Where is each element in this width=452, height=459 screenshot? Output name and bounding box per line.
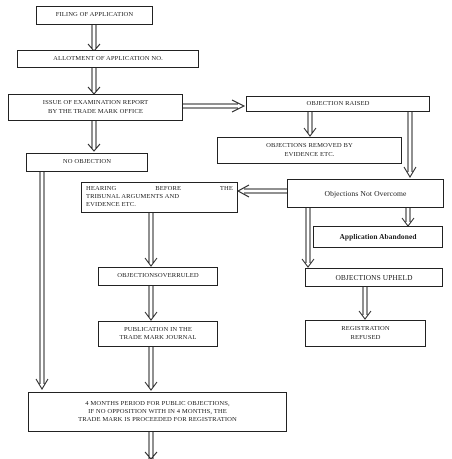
node-refused-line-1: REGISTRATION <box>341 325 390 333</box>
node-objections-upheld: OBJECTIONS UPHELD <box>305 268 443 287</box>
node-public-objection-period: 4 MONTHS PERIOD FOR PUBLIC OBJECTIONS, I… <box>28 392 287 432</box>
node-publication-line-1: PUBLICATION IN THE <box>124 325 192 333</box>
node-period-line-2: IF NO OPPOSITION WITH IN 4 MONTHS, THE <box>88 407 227 415</box>
node-hearing-line-3: EVIDENCE ETC. <box>86 201 137 209</box>
node-allotment: ALLOTMENT OF APPLICATION NO. <box>17 50 199 68</box>
node-filing-of-application: FILING OF APPLICATION <box>36 6 153 25</box>
node-refused-line-2: REFUSED <box>350 333 381 341</box>
node-objection-raised-label: OBJECTION RAISED <box>306 99 370 107</box>
node-upheld-label: OBJECTIONS UPHELD <box>335 272 413 282</box>
node-not-overcome-label: Objections Not Overcome <box>324 188 407 198</box>
node-period-line-3: TRADE MARK IS PROCEEDED FOR REGISTRATION <box>78 416 237 424</box>
node-objections-overruled: OBJECTIONSOVERRULED <box>98 267 218 286</box>
node-issue-line-2: BY THE TRADE MARK OFFICE <box>48 107 143 115</box>
node-issue-line-1: ISSUE OF EXAMINATION REPORT <box>42 99 149 107</box>
node-registration-refused: REGISTRATION REFUSED <box>305 320 426 347</box>
arrow-upheld-to-refused <box>358 287 372 320</box>
arrow-allotment-to-issue <box>87 68 101 95</box>
arrow-filing-to-allotment <box>87 25 101 52</box>
arrow-objection-raised-to-removed <box>303 112 317 137</box>
arrow-publication-to-period <box>144 347 158 391</box>
node-period-line-1: 4 MONTHS PERIOD FOR PUBLIC OBJECTIONS, <box>85 399 230 407</box>
node-removed-line-1: OBJECTIONS REMOVED BY <box>266 142 353 150</box>
node-filing-label: FILING OF APPLICATION <box>55 11 134 19</box>
node-hearing-line-2: TRIBUNAL ARGUMENTS AND <box>86 193 180 201</box>
arrow-issue-to-no-objection <box>87 121 101 152</box>
node-objections-not-overcome: Objections Not Overcome <box>287 179 444 208</box>
node-publication-journal: PUBLICATION IN THE TRADE MARK JOURNAL <box>98 321 218 347</box>
arrow-no-objection-to-period <box>35 172 49 390</box>
arrow-issue-to-objection-raised <box>183 99 246 113</box>
node-overruled-label: OBJECTIONSOVERRULED <box>117 272 199 280</box>
node-allotment-label: ALLOTMENT OF APPLICATION NO. <box>53 54 163 62</box>
arrow-not-overcome-to-abandoned <box>401 208 415 227</box>
node-objections-removed: OBJECTIONS REMOVED BY EVIDENCE ETC. <box>217 137 402 164</box>
node-hearing-line-1: HEARING BEFORE THE <box>86 185 233 192</box>
arrow-objection-raised-to-not-overcome <box>403 112 417 178</box>
node-abandoned-label: Application Abandoned <box>339 232 417 242</box>
arrow-period-continue <box>144 432 158 459</box>
arrow-not-overcome-to-upheld <box>301 208 315 268</box>
node-hearing-before-tribunal: HEARING BEFORE THE TRIBUNAL ARGUMENTS AN… <box>81 182 238 213</box>
arrow-overruled-to-publication <box>144 286 158 321</box>
node-objection-raised: OBJECTION RAISED <box>246 96 430 112</box>
arrow-not-overcome-to-hearing <box>236 184 287 198</box>
node-publication-line-2: TRADE MARK JOURNAL <box>119 334 197 341</box>
node-no-objection-label: NO OBJECTION <box>62 158 112 166</box>
arrow-hearing-to-overruled <box>144 213 158 267</box>
node-removed-line-2: EVIDENCE ETC. <box>284 150 335 158</box>
node-no-objection: NO OBJECTION <box>26 153 148 172</box>
node-application-abandoned: Application Abandoned <box>313 226 443 248</box>
node-issue-examination-report: ISSUE OF EXAMINATION REPORT BY THE TRADE… <box>8 94 183 121</box>
